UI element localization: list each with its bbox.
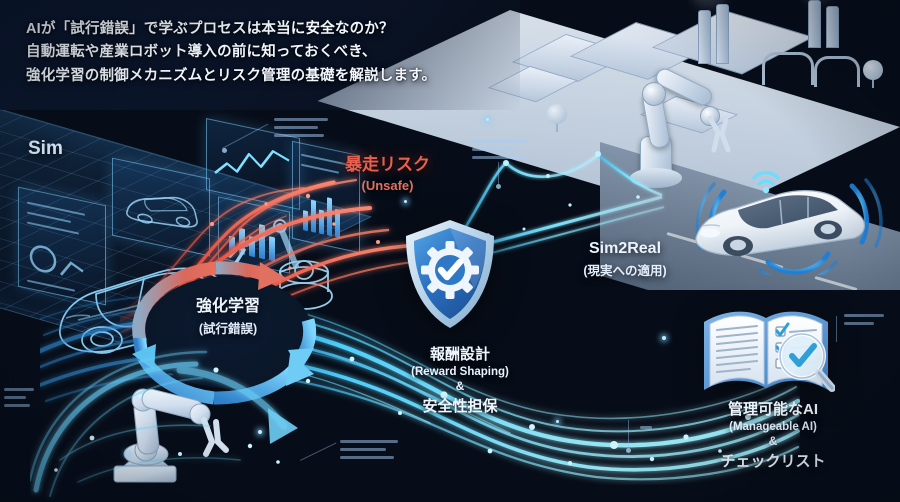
spark (258, 430, 262, 434)
factory-chimney-4 (826, 6, 839, 48)
manageable-label-sub: (Manageable AI) (729, 421, 817, 433)
callout-bridge (450, 140, 550, 189)
risk-label-main: 暴走リスク (345, 155, 430, 174)
sim2real-label-sub: (現実への適用) (583, 264, 667, 278)
factory-tree-2 (863, 60, 883, 80)
shield-gear-check-icon (406, 220, 494, 328)
spark (556, 420, 559, 423)
factory-smoke-2 (802, 0, 832, 2)
factory-chimney-2 (716, 4, 729, 64)
spark (404, 200, 407, 203)
loop-label-main: 強化学習 (195, 298, 260, 315)
bottom-glow-arcs (30, 350, 298, 497)
sim-label: Sim (28, 138, 63, 159)
headline-line-3: 強化学習の制御メカニズムとリスク管理の基礎を解説します。 (26, 67, 437, 84)
manageable-label-amp: & (768, 434, 778, 448)
factory-chimney-3 (808, 0, 821, 48)
manageable-label-group: 管理可能なAI (Manageable AI) & チェックリスト (678, 398, 868, 471)
callout-top-left (222, 118, 332, 160)
sim2real-label-main: Sim2Real (588, 240, 662, 257)
callout-right-edge (836, 312, 890, 346)
reward-label-main: 報酬設計 (429, 346, 490, 363)
headline-line-1: AIが「試行錯誤」で学ぶプロセスは本当に安全なのか？ (26, 21, 394, 37)
callout-bottom-right (618, 420, 654, 460)
factory-pipe-1 (762, 52, 814, 85)
manageable-label-main: 管理可能なAI (727, 401, 818, 418)
risk-label-group: 暴走リスク (Unsafe) (345, 150, 430, 193)
open-book-checklist-icon (704, 311, 835, 392)
sim2real-label-group: Sim2Real (現実への適用) (540, 240, 710, 279)
factory-chimney-1 (698, 10, 711, 64)
spark (662, 336, 666, 340)
callout-bottom-center (300, 440, 410, 474)
headline-block: AIが「試行錯誤」で学ぶプロセスは本当に安全なのか？ 自動運転や産業ロボット導入… (26, 18, 496, 88)
manageable-label-second: チェックリスト (720, 453, 826, 470)
robot-arm-joint-1 (642, 82, 666, 106)
spark (486, 118, 489, 121)
reward-label-second: 安全性担保 (422, 398, 498, 415)
factory-tree (547, 104, 567, 124)
reward-label-amp: & (455, 379, 465, 393)
spark (126, 452, 129, 455)
risk-label-sub: (Unsafe) (361, 178, 414, 193)
callout-left-edge (0, 388, 48, 418)
reward-label-group: 報酬設計 (Reward Shaping) & 安全性担保 (372, 343, 548, 416)
headline-line-2: 自動運転や産業ロボット導入の前に知っておくべき、 (26, 44, 377, 61)
reward-label-sub: (Reward Shaping) (411, 366, 509, 378)
factory-pipe-2 (814, 56, 860, 87)
